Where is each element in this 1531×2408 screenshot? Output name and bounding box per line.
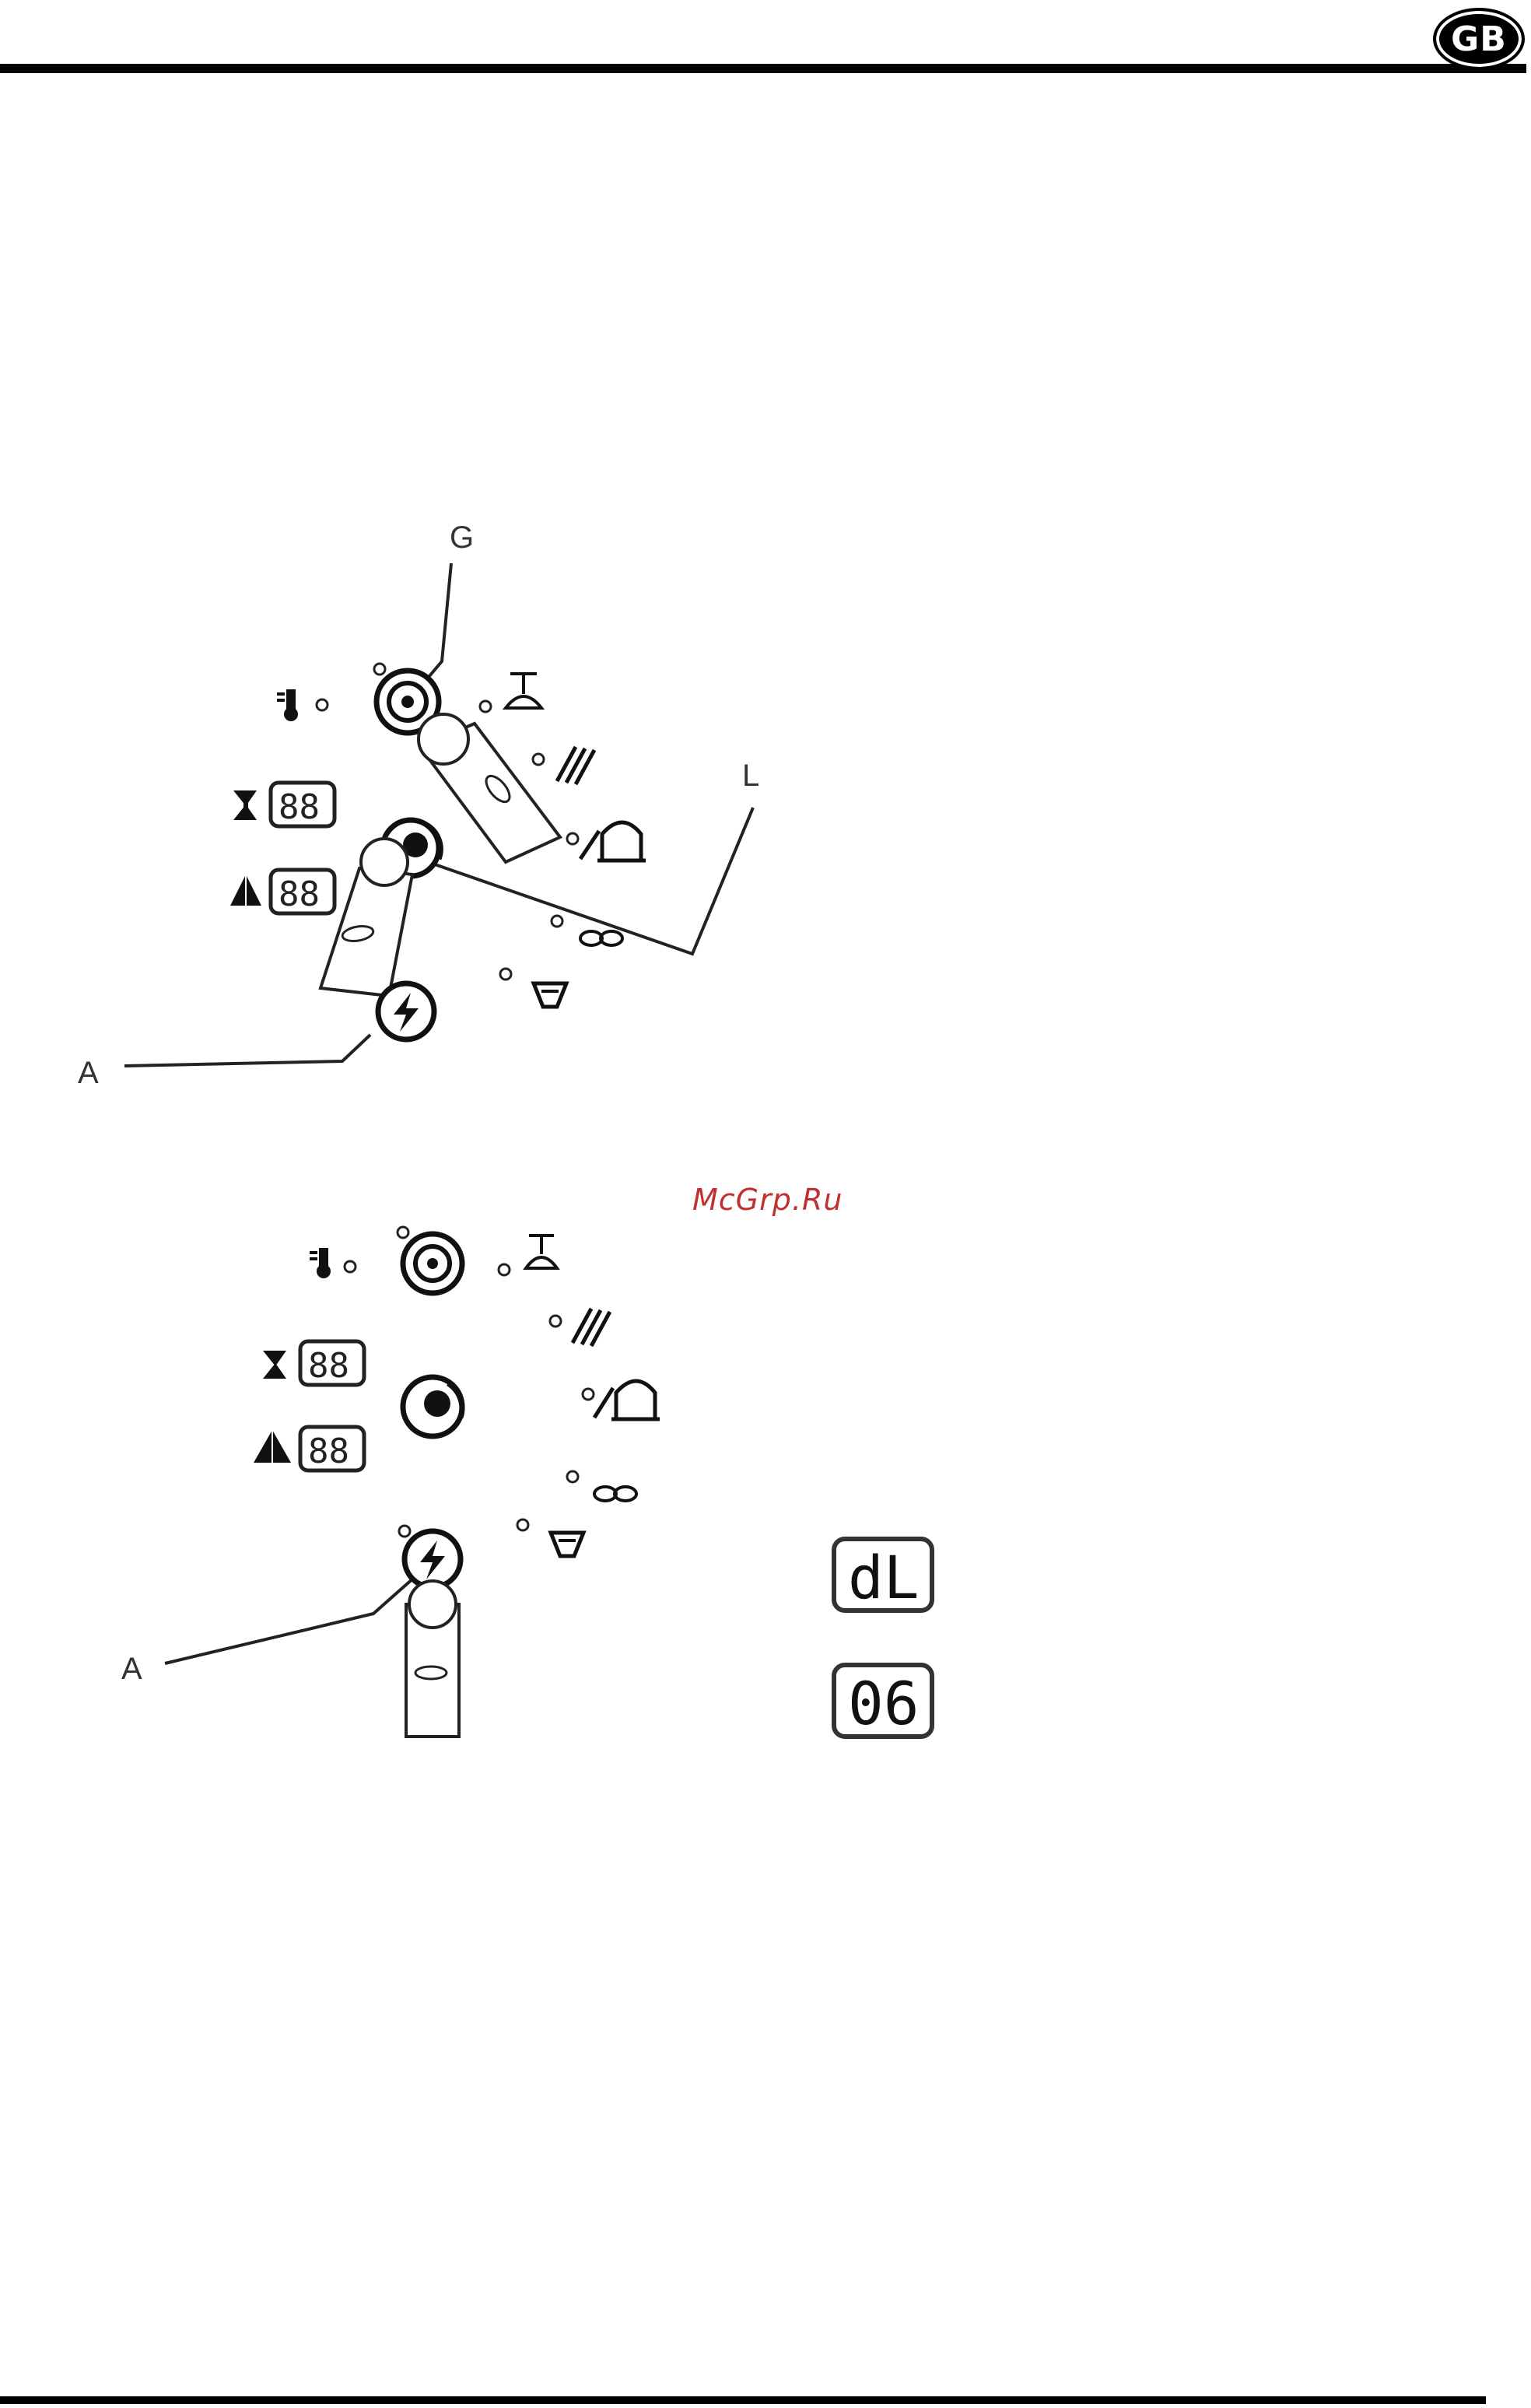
status-led [517, 1519, 528, 1530]
status-led [550, 1316, 561, 1327]
finger-icon [406, 1581, 459, 1737]
selector-knob[interactable] [403, 1377, 462, 1436]
selector-knob[interactable] [403, 1234, 462, 1293]
callout-a-label: A [121, 1652, 142, 1686]
status-led [583, 1389, 594, 1400]
cup-icon [526, 1236, 557, 1268]
milk-jug-icon [551, 1533, 583, 1556]
footer-rule [0, 2396, 1486, 2404]
display-bottom-second: 88 [308, 1432, 349, 1471]
beans-icon [573, 1309, 610, 1346]
readout-mode: dL [848, 1543, 920, 1612]
status-led [567, 1471, 578, 1482]
power-button-a[interactable] [405, 1531, 461, 1587]
display-bottom-first: 88 [308, 1346, 349, 1386]
grind-icon [254, 1430, 291, 1464]
status-led [399, 1526, 410, 1537]
temperature-led [345, 1261, 356, 1272]
status-led [499, 1264, 510, 1275]
steam-icon [594, 1381, 660, 1419]
water-hardness-icon [263, 1351, 286, 1379]
temperature-icon [310, 1248, 331, 1278]
infinity-icon [594, 1487, 636, 1501]
callout-a-leader [165, 1578, 414, 1663]
readout-value: 06 [848, 1669, 920, 1738]
status-led [398, 1227, 408, 1238]
